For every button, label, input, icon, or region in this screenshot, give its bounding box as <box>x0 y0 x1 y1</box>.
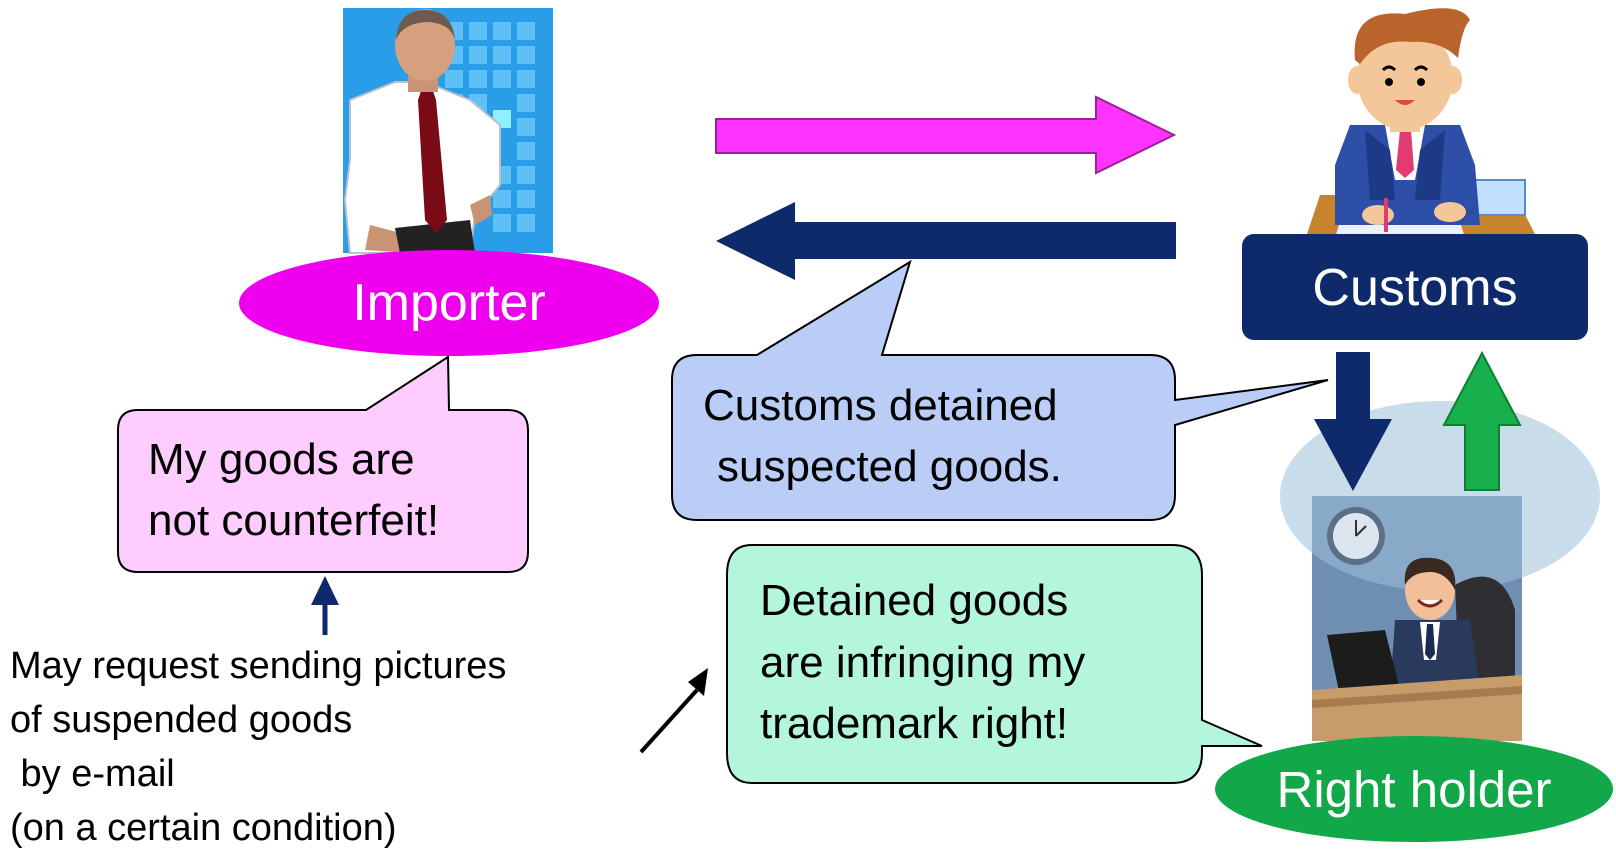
importer-claim-text: My goods are not counterfeit! <box>148 430 439 551</box>
bubble-importer-claim <box>117 355 529 573</box>
right-holder-claim-line: Detained goods <box>760 576 1069 625</box>
bubble-right-holder-claim <box>726 544 1263 784</box>
note-line: of suspended goods <box>10 698 353 741</box>
bubble-customs-notice <box>671 259 1329 521</box>
customs-notice-line: Customs detained <box>703 381 1058 430</box>
arrow-customs-to-importer <box>716 202 1176 280</box>
right-holder-illustration <box>1280 401 1600 741</box>
importer-claim-line: not counterfeit! <box>148 495 440 545</box>
right-holder-claim-text: Detained goods are infringing my tradema… <box>760 570 1085 755</box>
importer-oval <box>239 250 659 356</box>
arrow-importer-to-customs <box>715 95 1177 175</box>
customs-notice-line: suspected goods. <box>717 441 1062 491</box>
note-line: (on a certain condition) <box>10 806 397 849</box>
right-holder-label: Right holder <box>1276 760 1552 818</box>
customs-label: Customs <box>1312 259 1518 317</box>
note-line: May request sending pictures <box>10 645 507 687</box>
right-holder-claim-line: are infringing my <box>760 637 1086 687</box>
note-line: by e-mail <box>10 752 175 795</box>
email-request-note: May request sending pictures of suspende… <box>10 640 506 856</box>
importer-label: Importer <box>352 274 546 332</box>
arrow-to-right-holder-bubble <box>639 668 708 754</box>
arrow-customs-to-right-holder <box>1314 352 1392 491</box>
up-arrow-to-importer-bubble <box>311 576 339 635</box>
customs-notice-text: Customs detained suspected goods. <box>703 376 1062 497</box>
customs-box <box>1242 234 1588 340</box>
importer-claim-line: My goods are <box>148 435 415 484</box>
right-holder-oval <box>1215 736 1613 842</box>
customs-officer-illustration <box>1305 8 1538 240</box>
arrow-right-holder-to-customs <box>1442 350 1522 491</box>
importer-illustration <box>343 8 553 254</box>
right-holder-claim-line: trademark right! <box>760 699 1069 749</box>
